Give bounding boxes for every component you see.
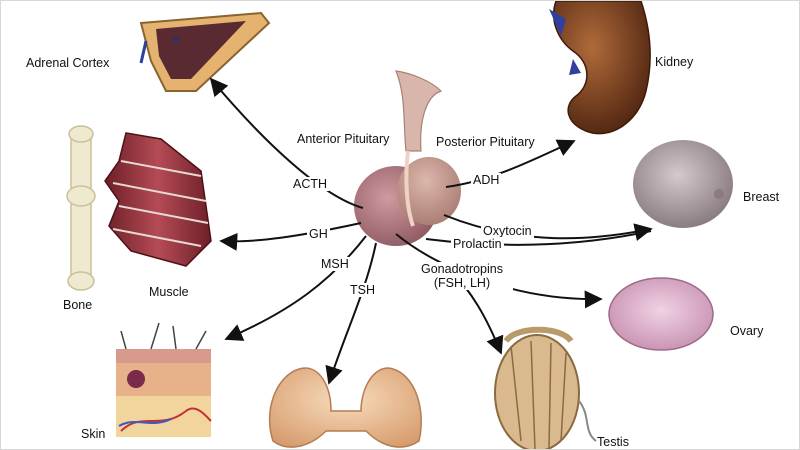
- label-gonadotropins: Gonadotropins (FSH, LH): [411, 262, 513, 290]
- bone-illustration: [66, 125, 96, 291]
- label-msh: MSH: [319, 257, 351, 271]
- label-testis: Testis: [597, 435, 629, 449]
- label-posterior-pituitary: Posterior Pituitary: [434, 135, 537, 149]
- label-breast: Breast: [743, 190, 780, 204]
- label-gh: GH: [307, 227, 330, 241]
- arrow-oxytocin: [443, 214, 653, 242]
- breast-illustration: [633, 140, 733, 228]
- label-acth: ACTH: [291, 177, 330, 191]
- label-gonadotropins-line2: (FSH, LH): [433, 276, 491, 290]
- label-ovary: Ovary: [730, 324, 764, 338]
- label-bone: Bone: [63, 298, 93, 312]
- thyroid-illustration: [268, 367, 422, 448]
- label-oxytocin: Oxytocin: [481, 224, 534, 238]
- label-prolactin: Prolactin: [451, 237, 504, 251]
- label-adrenal-cortex: Adrenal Cortex: [26, 56, 110, 70]
- label-tsh: TSH: [348, 283, 377, 297]
- label-skin: Skin: [81, 427, 106, 441]
- arrow-tsh: [325, 242, 377, 385]
- arrow-adh: [445, 139, 576, 188]
- testis-illustration: [494, 326, 597, 449]
- label-gonadotropins-line1: Gonadotropins: [420, 262, 503, 276]
- skin-illustration: [116, 322, 212, 437]
- arrow-msh: [224, 235, 367, 341]
- arrow-acth: [209, 77, 364, 209]
- label-kidney: Kidney: [655, 55, 694, 69]
- ovary-illustration: [608, 277, 714, 351]
- muscle-illustration: [104, 132, 212, 267]
- kidney-illustration: [549, 1, 651, 135]
- label-anterior-pituitary: Anterior Pituitary: [295, 132, 392, 146]
- adrenal-cortex-illustration: [139, 11, 271, 92]
- pituitary-gland-illustration: [354, 70, 461, 246]
- label-muscle: Muscle: [149, 285, 189, 299]
- label-adh: ADH: [471, 173, 502, 187]
- arrow-gh: [219, 222, 362, 251]
